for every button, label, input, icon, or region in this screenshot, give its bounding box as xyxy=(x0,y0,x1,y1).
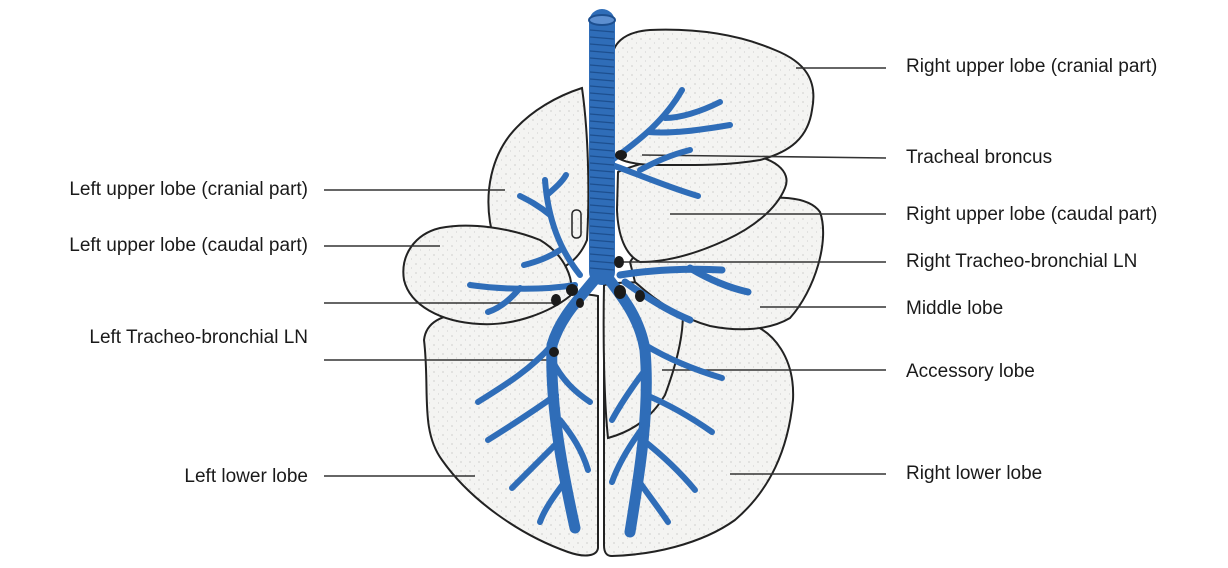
left-tracheo-bronchial-node xyxy=(566,284,578,296)
right-tracheo-bronchial-node xyxy=(614,256,624,268)
label-right-upper-caudal: Right upper lobe (caudal part) xyxy=(906,204,1157,226)
label-middle-lobe: Middle lobe xyxy=(906,298,1003,320)
label-left-upper-caudal: Left upper lobe (caudal part) xyxy=(69,235,308,257)
left-node-3 xyxy=(576,298,584,308)
label-tracheal-broncus: Tracheal broncus xyxy=(906,147,1052,169)
label-accessory-lobe: Accessory lobe xyxy=(906,361,1035,383)
label-left-tb-ln: Left Tracheo-bronchial LN xyxy=(89,327,308,349)
left-tracheo-bronchial-node-2 xyxy=(551,294,561,306)
label-left-upper-cranial: Left upper lobe (cranial part) xyxy=(69,179,308,201)
label-right-upper-cranial: Right upper lobe (cranial part) xyxy=(906,56,1157,78)
label-left-lower-lobe: Left lower lobe xyxy=(184,466,308,488)
tracheal-bronchus-node xyxy=(615,150,627,160)
trachea-opening xyxy=(589,15,615,25)
carina-node-right xyxy=(614,285,626,299)
right-upper-lobe-cranial xyxy=(612,30,813,165)
left-lower-node xyxy=(549,347,559,357)
label-right-lower-lobe: Right lower lobe xyxy=(906,463,1042,485)
carina-node-right-2 xyxy=(635,290,645,302)
label-right-tb-ln: Right Tracheo-bronchial LN xyxy=(906,251,1137,273)
